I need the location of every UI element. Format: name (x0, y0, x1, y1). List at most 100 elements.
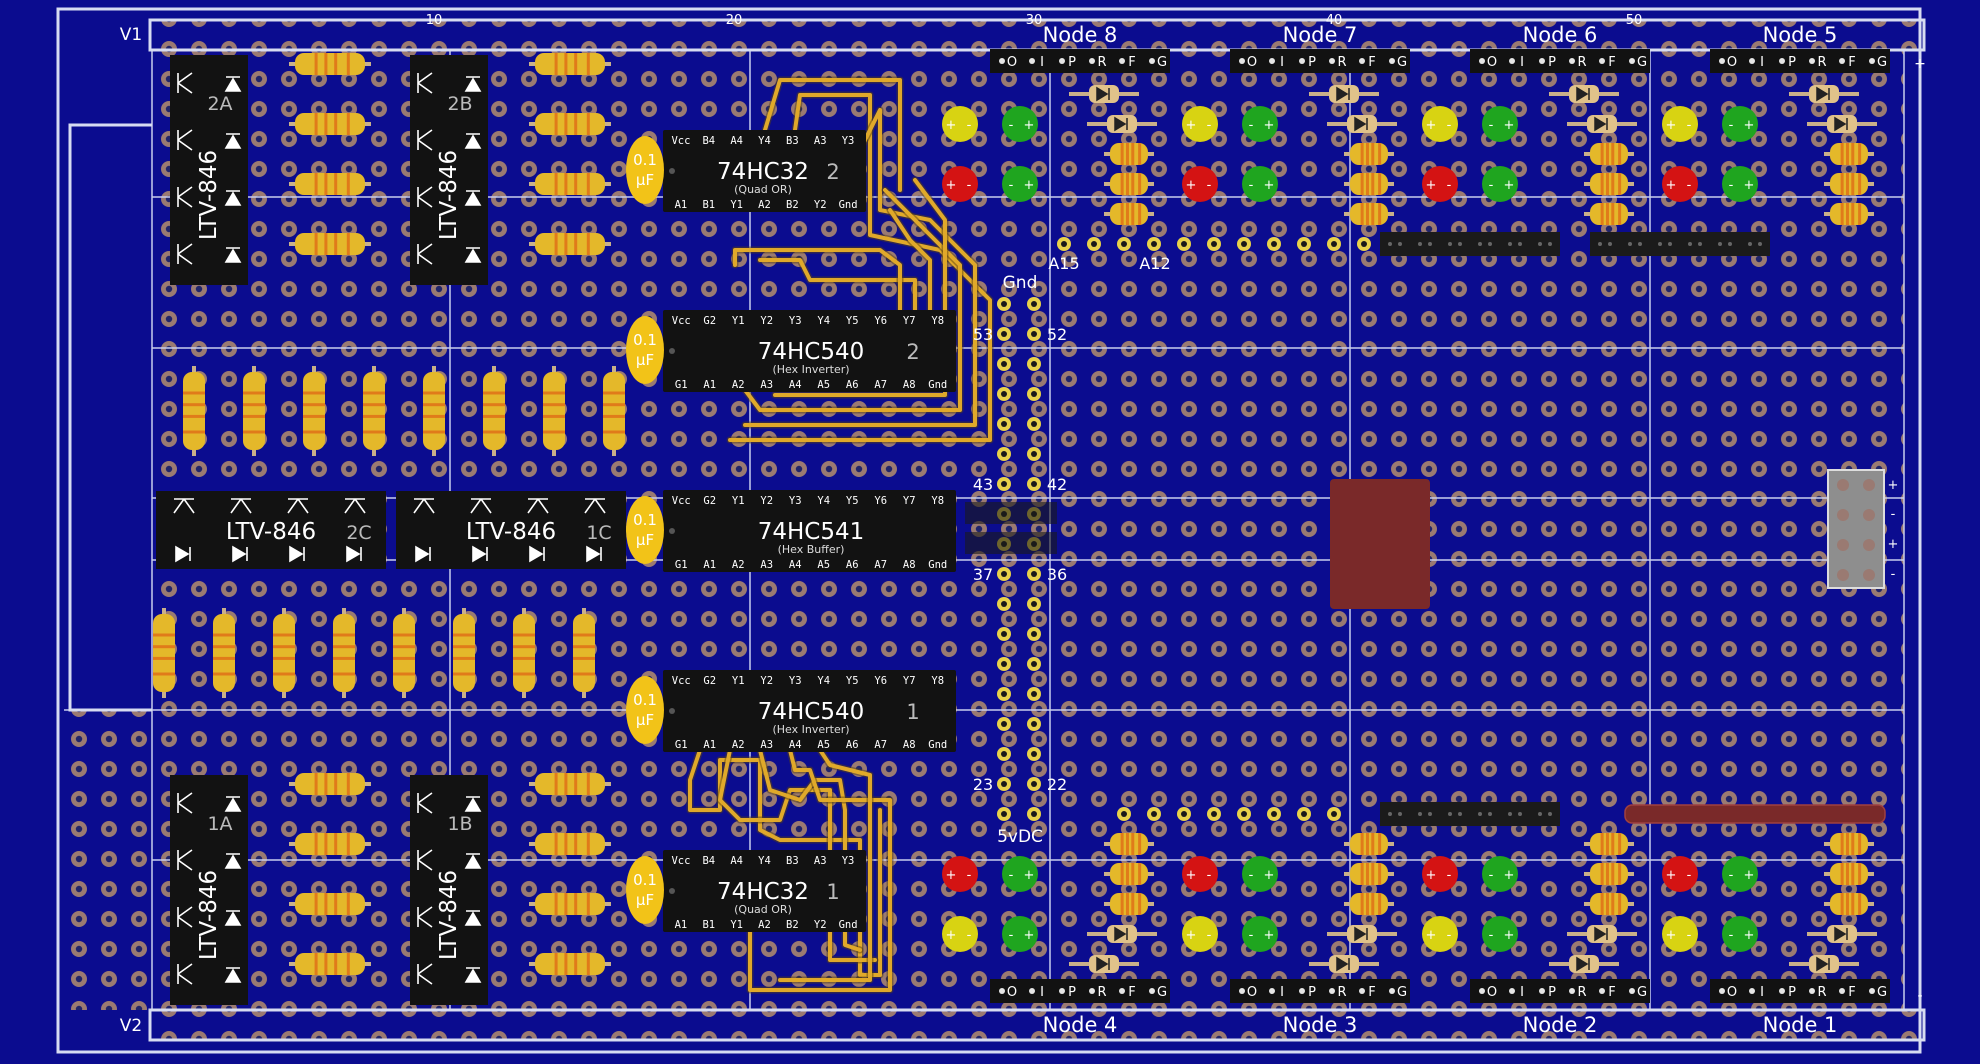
chip-bottom-pin-label: A3 (760, 559, 773, 571)
diode-symbol (1096, 956, 1110, 972)
led-sign: - (1249, 118, 1254, 133)
chip-top-pin-label: Y2 (760, 675, 773, 687)
resistor-band (564, 233, 568, 255)
terminal-screw (1837, 479, 1849, 491)
capacitor-unit: µF (636, 891, 654, 909)
resistor (1104, 863, 1154, 885)
chip-bottom-pin-label: A3 (760, 739, 773, 751)
resistor-band (423, 403, 445, 407)
led: +- (1182, 856, 1218, 892)
resistor-band (574, 53, 578, 75)
trace-top-4 (743, 188, 962, 412)
resistor-band (483, 391, 505, 395)
header-pin-label: R (1577, 985, 1586, 1000)
header-solder-hole (1151, 241, 1157, 247)
terminal-screw (1863, 479, 1875, 491)
header-pin (1719, 988, 1725, 994)
transistor-symbol (177, 243, 193, 265)
header-pin (1479, 988, 1485, 994)
pin-number-52: 52 (1047, 325, 1067, 344)
led-sign: + (1744, 178, 1755, 193)
a15-label: A15 (1048, 254, 1079, 273)
led-diode-symbol (472, 545, 488, 563)
led-diode-symbol (464, 76, 482, 92)
resistor (289, 773, 371, 795)
resistor-band (1611, 173, 1615, 195)
strip-pin (1688, 242, 1692, 246)
header-pin (1599, 988, 1605, 994)
terminal-screw (1863, 509, 1875, 521)
led-sign: - (1249, 178, 1254, 193)
led-body (1002, 166, 1038, 202)
resistor (529, 773, 611, 795)
chip-bottom-pin-label: Gnd (839, 199, 858, 211)
header-solder-hole (1001, 751, 1007, 757)
capacitor-unit: µF (636, 711, 654, 729)
resistor-band (586, 833, 590, 855)
led: +- (1182, 166, 1218, 202)
led-body (1422, 106, 1458, 142)
optocoupler-unit: 1A (207, 813, 232, 835)
header-pin-label: R (1097, 985, 1106, 1000)
led-sign: - (967, 928, 972, 943)
led: +- (1662, 106, 1698, 142)
led-sign: + (1744, 928, 1755, 943)
resistor-body (1590, 863, 1628, 885)
resistor-body (295, 173, 365, 195)
resistor-band (1378, 143, 1382, 165)
resistor-band (334, 233, 338, 255)
strip-body (1380, 802, 1560, 826)
column-number-40: 40 (1326, 13, 1343, 28)
board-frame (56, 7, 1926, 1054)
header-pin-label: R (1337, 985, 1346, 1000)
resistor-body (1590, 143, 1628, 165)
diode (1789, 955, 1859, 973)
led-body (1482, 106, 1518, 142)
header-pin-label: R (1817, 55, 1826, 70)
resistor-band (574, 833, 578, 855)
header-solder-hole (1031, 571, 1037, 577)
led-sign: + (1186, 928, 1197, 943)
led-sign: - (1009, 868, 1014, 883)
resistor-band (1858, 833, 1862, 855)
transistor-symbol (177, 963, 193, 985)
header-solder-hole (1001, 631, 1007, 637)
led-body (1422, 856, 1458, 892)
resistor (289, 173, 371, 195)
led: -+ (1482, 106, 1518, 142)
terminal-screw (1837, 569, 1849, 581)
led: -+ (1242, 166, 1278, 202)
header-solder-hole (1331, 241, 1337, 247)
led: +- (942, 166, 978, 202)
header-pin (1269, 58, 1275, 64)
header-solder-hole (1181, 811, 1187, 817)
resistor-band (1618, 203, 1622, 225)
header-solder-hole (1121, 811, 1127, 817)
hole-field-left (64, 710, 154, 1010)
maroon-bar (1624, 804, 1886, 824)
diode-symbol (1336, 956, 1350, 972)
diode-symbol (1594, 116, 1608, 132)
node-8-label: Node 8 (1043, 23, 1118, 47)
resistor-body (333, 614, 355, 692)
led-body (1422, 166, 1458, 202)
resistor-band (346, 833, 350, 855)
diode (1309, 85, 1379, 103)
resistor-band (334, 113, 338, 135)
resistor-body (603, 372, 625, 450)
header-pin (1329, 988, 1335, 994)
chip-top-pin-label: Y3 (789, 675, 802, 687)
resistor-body (1830, 203, 1868, 225)
capacitor-body (626, 676, 664, 744)
diode-symbol (1114, 926, 1128, 942)
resistor (289, 233, 371, 255)
resistor (423, 366, 445, 456)
diode (1309, 955, 1379, 973)
labels: V1 V2 10 20 30 40 50 Node 8 Node 7 Node … (120, 13, 1926, 1037)
header-pin-label: I (1040, 985, 1044, 1000)
node-3-label: Node 3 (1283, 1013, 1358, 1037)
resistor-band (334, 53, 338, 75)
